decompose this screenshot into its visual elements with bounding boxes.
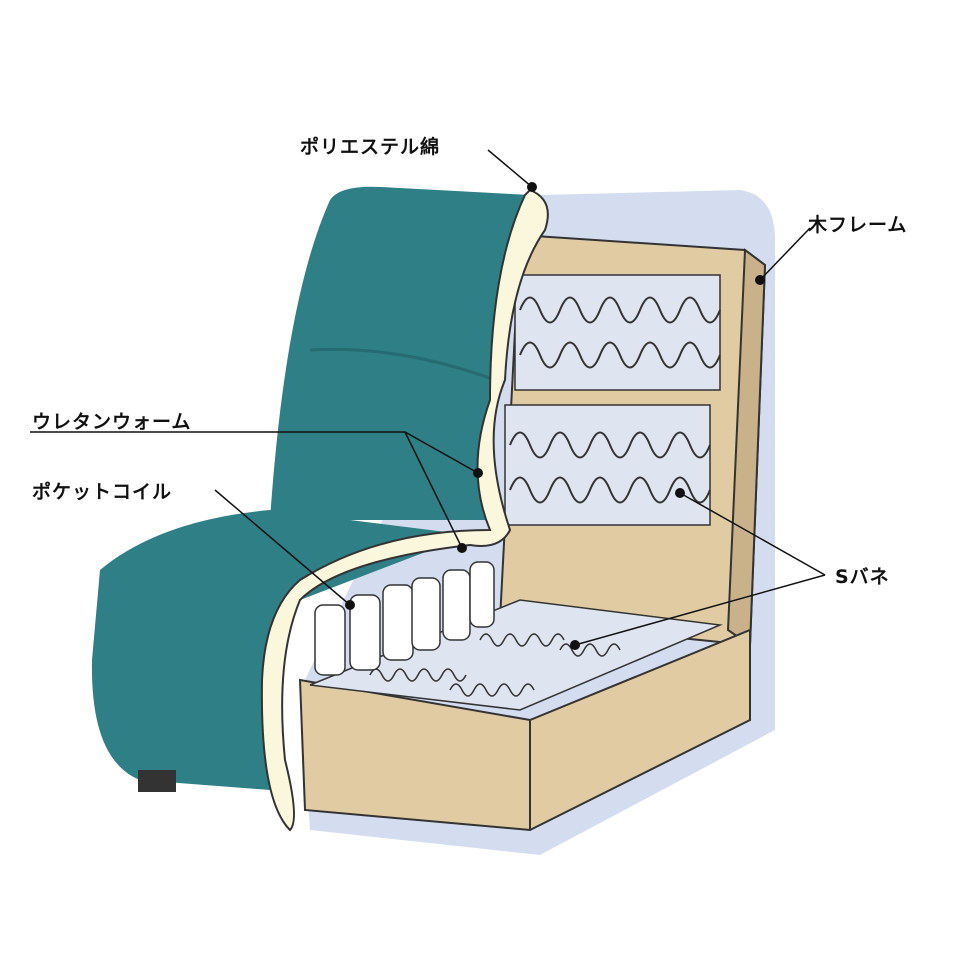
leader-lines [30,149,826,646]
leader-dots [345,182,765,650]
pocket-coils [314,561,495,676]
fabric-seat [91,510,470,790]
label-s-spring: Sバネ [835,566,890,588]
label-pocket-coil: ポケットコイル [32,481,173,503]
polyester-cotton-layer [260,188,549,832]
s-springs-back [509,296,721,504]
label-urethane: ウレタンウォーム [32,411,192,433]
s-springs-seat [369,633,621,697]
sofa-leg [138,770,176,792]
label-wood-frame: 木フレーム [808,214,908,236]
spring-panel-mid [504,404,711,526]
label-polyester-cotton: ポリエステル綿 [300,136,441,158]
spring-panel-top [514,274,721,391]
